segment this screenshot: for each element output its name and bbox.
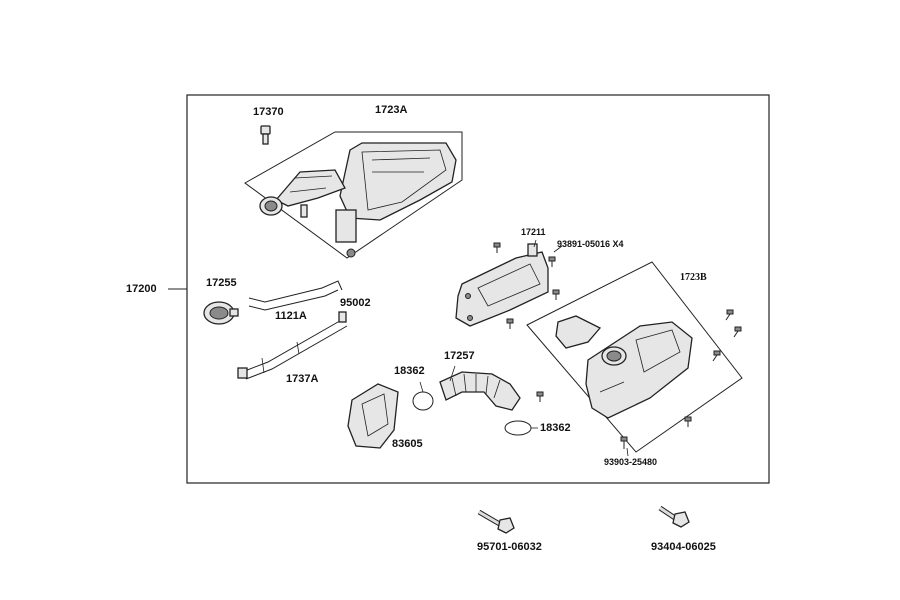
label-95701: 95701-06032 [477,541,542,553]
label-1723B: 1723B [680,272,707,283]
part-17257-hose [439,371,521,411]
label-18362-left: 18362 [394,365,425,377]
leader-lines [419,239,629,457]
label-93903: 93903-25480 [604,457,658,467]
label-17257: 17257 [444,350,475,362]
screw-group [493,242,742,449]
label-18362-right: 18362 [540,422,571,434]
bolt-95701-06032 [477,509,515,534]
label-1723A: 1723A [375,104,408,116]
part-17211-cover [455,243,549,327]
part-1723B-case [555,315,693,419]
part-1121A-hose [248,280,343,311]
label-1737A: 1737A [286,373,319,385]
part-18362-ring-left [412,391,434,411]
label-93891: 93891-05016 X4 [557,239,624,249]
label-1121A: 1121A [275,310,307,322]
subassembly-box-1723A [244,131,463,259]
label-17370: 17370 [253,106,284,118]
label-17211: 17211 [521,227,546,237]
part-1737A-tube [237,311,348,380]
label-93404: 93404-06025 [651,541,716,553]
bolt-93404-06025 [658,505,690,528]
label-17200: 17200 [126,283,157,295]
part-17370 [260,125,271,145]
part-1723A-case [259,142,457,258]
label-17255: 17255 [206,277,237,289]
part-83605-duct [347,383,399,449]
part-17255-clamp [203,301,239,325]
label-83605: 83605 [392,438,423,450]
label-95002: 95002 [340,297,371,309]
part-18362-ring-right [504,420,532,436]
